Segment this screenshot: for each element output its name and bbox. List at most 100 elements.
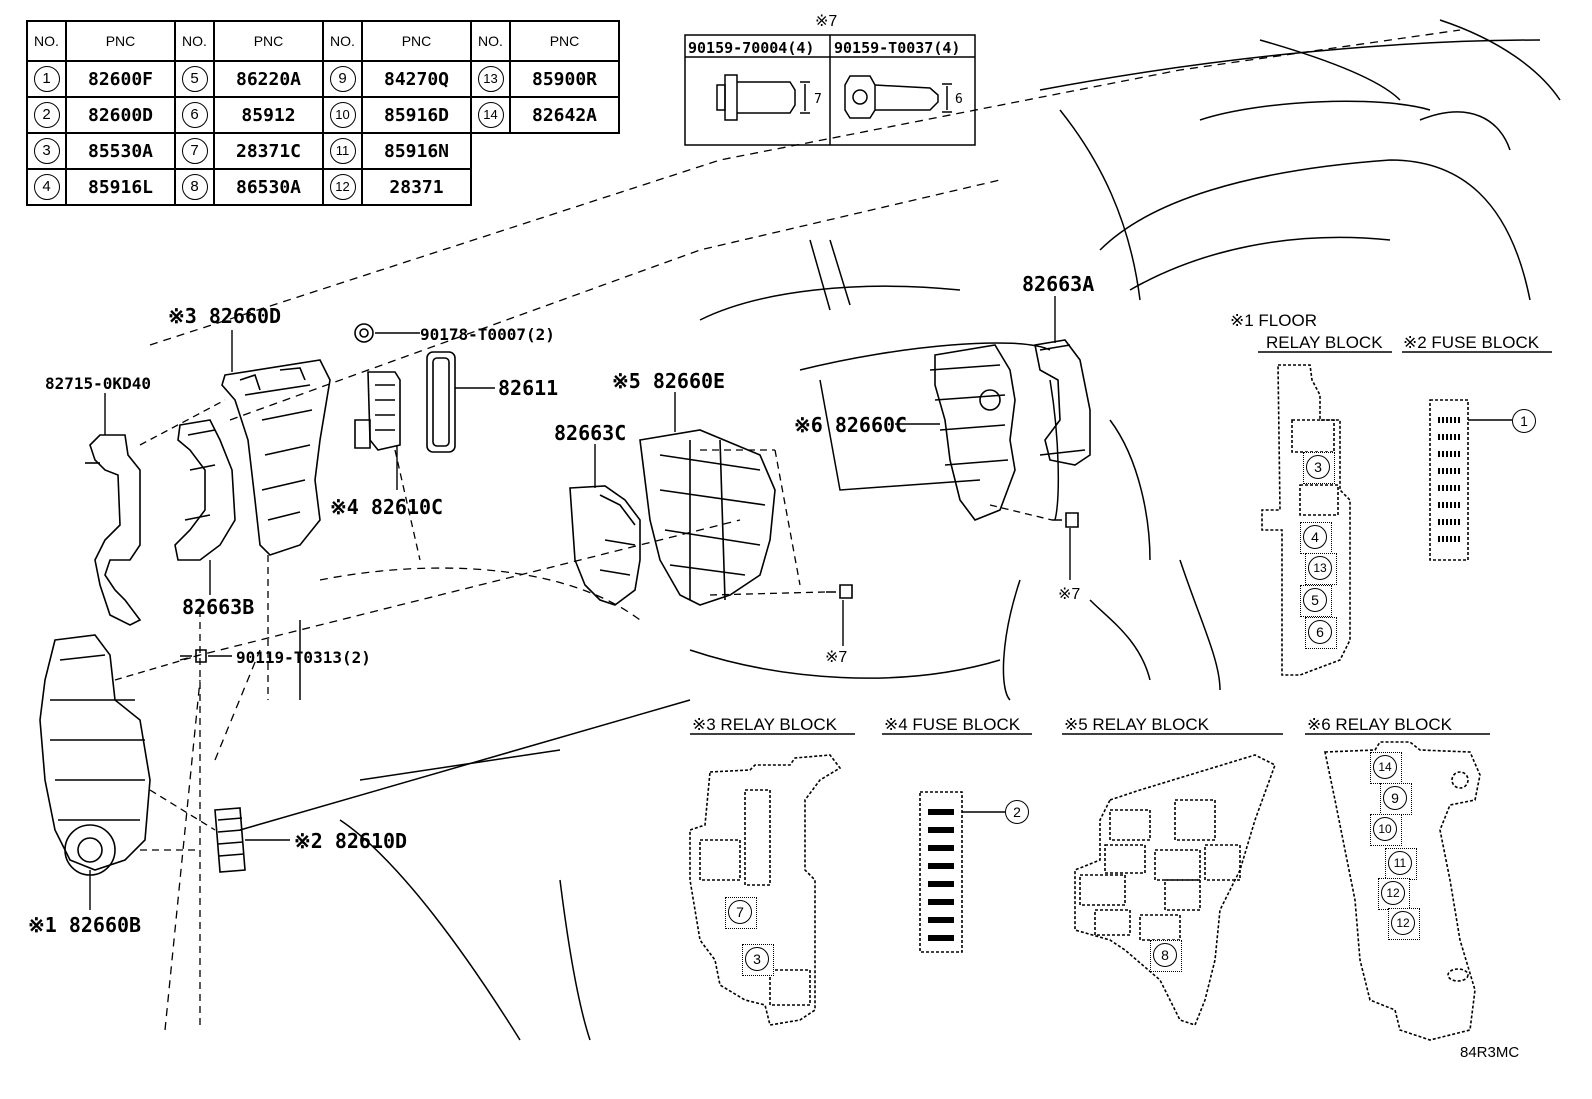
header-no: NO. xyxy=(322,20,363,62)
bolt-box-title: ※7 xyxy=(815,13,838,30)
pnc-code[interactable]: 85912 xyxy=(213,96,324,134)
marker-box[interactable]: 3 xyxy=(1303,452,1335,484)
part-label-82660C[interactable]: ※6 82660C xyxy=(794,413,908,437)
bolt-part-left[interactable]: 90159-70004(4) xyxy=(688,39,815,57)
marker-box[interactable]: 12 xyxy=(1378,878,1410,910)
pnc-code[interactable]: 84270Q xyxy=(361,60,472,98)
marker-box[interactable]: 9 xyxy=(1380,783,1412,815)
item-number: 5 xyxy=(181,66,208,92)
leader-lines xyxy=(89,296,1071,910)
bolt-part-right[interactable]: 90159-T0037(4) xyxy=(834,39,961,57)
relay-block-82660D xyxy=(221,359,331,556)
marker-box[interactable]: 7 xyxy=(725,897,757,929)
part-label-82611[interactable]: 82611 xyxy=(498,376,559,400)
bolt-small xyxy=(180,512,1079,663)
item-marker: 3 xyxy=(1306,455,1330,479)
connector-82610D xyxy=(214,807,246,873)
item-number: 7 xyxy=(181,138,208,164)
section-floor-relay-subtitle: RELAY BLOCK xyxy=(1266,333,1383,352)
item-number: 11 xyxy=(329,138,356,164)
marker-box[interactable]: 10 xyxy=(1370,814,1402,846)
pnc-code[interactable]: 85916N xyxy=(361,132,472,170)
fuse-block-4-shape xyxy=(919,791,1005,953)
bolt-dim-left: 7 xyxy=(814,92,822,107)
item-number: 9 xyxy=(329,66,356,92)
item-marker: 12 xyxy=(1381,881,1405,905)
bolt-dim-right: 6 xyxy=(955,92,963,107)
pnc-code[interactable]: 85530A xyxy=(65,132,176,170)
header-no: NO. xyxy=(174,20,215,62)
table-row: 1 82600F 5 86220A 9 84270Q 13 85900R xyxy=(26,60,620,98)
item-marker: 8 xyxy=(1153,943,1177,967)
marker-box[interactable]: 3 xyxy=(742,944,774,976)
item-marker: 10 xyxy=(1373,817,1397,841)
pnc-code[interactable]: 28371C xyxy=(213,132,324,170)
marker-box[interactable]: 8 xyxy=(1150,940,1182,972)
marker-box[interactable]: 13 xyxy=(1305,553,1337,585)
marker-box[interactable]: 6 xyxy=(1305,617,1337,649)
header-no: NO. xyxy=(470,20,511,62)
marker-box[interactable]: 4 xyxy=(1300,522,1332,554)
bracket-82663C xyxy=(569,485,641,606)
item-marker: 11 xyxy=(1388,851,1412,875)
bolt-ref-label: ※7 xyxy=(825,649,848,666)
item-number: 13 xyxy=(477,66,504,92)
part-label-82610D[interactable]: ※2 82610D xyxy=(294,829,408,853)
item-marker: 6 xyxy=(1308,620,1332,644)
part-label-82660E[interactable]: ※5 82660E xyxy=(612,369,726,393)
pnc-code[interactable]: 86220A xyxy=(213,60,324,98)
item-number: 4 xyxy=(33,174,60,200)
bolt-box xyxy=(684,34,976,146)
section-fuse-block-2-title: ※2 FUSE BLOCK xyxy=(1403,333,1540,352)
item-number: 14 xyxy=(477,102,504,128)
pnc-code[interactable]: 82600F xyxy=(65,60,176,98)
header-pnc: PNC xyxy=(213,20,324,62)
bolt-ref-label: ※7 xyxy=(1058,586,1081,603)
pnc-code[interactable]: 85916D xyxy=(361,96,472,134)
pnc-code[interactable]: 85916L xyxy=(65,168,176,206)
dashboard-outline xyxy=(149,29,1461,1031)
pnc-code[interactable]: 82600D xyxy=(65,96,176,134)
relay-block-3-shape xyxy=(689,754,842,1026)
header-pnc: PNC xyxy=(65,20,176,62)
part-label-82663B[interactable]: 82663B xyxy=(182,595,255,619)
nut-90178 xyxy=(354,323,374,343)
gasket-82611 xyxy=(426,351,456,453)
marker-box[interactable]: 12 xyxy=(1388,908,1420,940)
pnc-code[interactable]: 86530A xyxy=(213,168,324,206)
part-label-82660D[interactable]: ※3 82660D xyxy=(168,304,282,328)
pnc-code[interactable]: 82642A xyxy=(509,96,620,134)
part-label-82663A[interactable]: 82663A xyxy=(1022,272,1095,296)
fuse-block-2-shape xyxy=(1429,399,1512,561)
part-label-82715[interactable]: 82715-0KD40 xyxy=(45,374,151,393)
section-fuse-block-4-title: ※4 FUSE BLOCK xyxy=(884,715,1021,734)
item-marker: 13 xyxy=(1308,556,1332,580)
dashed-leaders xyxy=(114,399,1053,1030)
item-marker: 4 xyxy=(1303,525,1327,549)
item-marker[interactable]: 1 xyxy=(1512,409,1536,433)
table-row: 4 85916L 8 86530A 12 28371 xyxy=(26,168,619,206)
section-floor-relay-title: ※1 FLOOR xyxy=(1230,311,1317,330)
part-label-90119[interactable]: 90119-T0313(2) xyxy=(236,648,371,667)
pnc-table: NO. PNC NO. PNC NO. PNC NO. PNC 1 82600F… xyxy=(26,20,620,206)
header-pnc: PNC xyxy=(509,20,620,62)
part-label-90178[interactable]: 90178-T0007(2) xyxy=(420,325,555,344)
marker-box[interactable]: 11 xyxy=(1385,848,1417,880)
item-marker: 14 xyxy=(1373,755,1397,779)
relay-block-82660E xyxy=(639,429,776,606)
table-row: 2 82600D 6 85912 10 85916D 14 82642A xyxy=(26,96,620,134)
relay-block-6-shape xyxy=(1324,741,1481,1041)
item-number: 12 xyxy=(329,174,356,200)
pnc-code[interactable]: 28371 xyxy=(361,168,472,206)
item-marker[interactable]: 2 xyxy=(1005,800,1029,824)
marker-box[interactable]: 14 xyxy=(1370,752,1402,784)
marker-box[interactable]: 5 xyxy=(1300,585,1332,617)
part-label-82610C[interactable]: ※4 82610C xyxy=(330,495,444,519)
table-row: 3 85530A 7 28371C 11 85916N xyxy=(26,132,619,170)
part-label-82660B[interactable]: ※1 82660B xyxy=(28,913,142,937)
part-label-82663C[interactable]: 82663C xyxy=(554,421,627,445)
section-relay-block-6-title: ※6 RELAY BLOCK xyxy=(1307,715,1452,734)
pnc-code[interactable]: 85900R xyxy=(509,60,620,98)
item-number: 2 xyxy=(33,102,60,128)
